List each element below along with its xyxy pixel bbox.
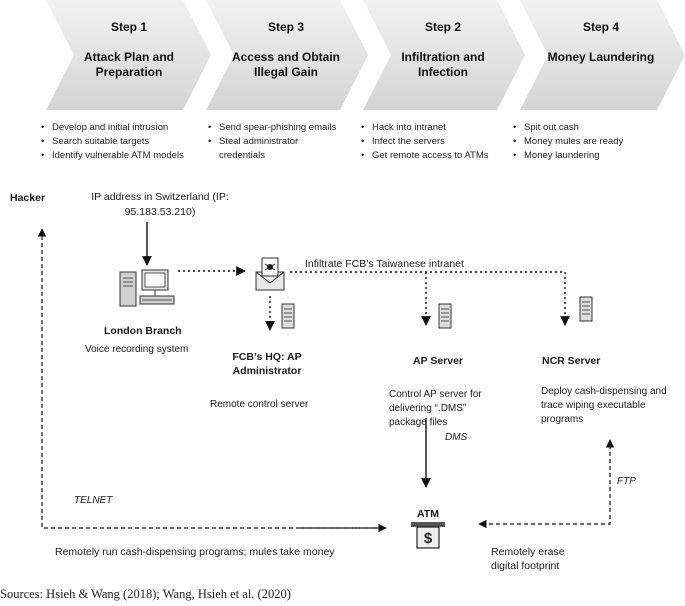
bottom-left-caption: Remotely run cash-dispensing programs; m…: [55, 546, 335, 558]
step1-chevron: [46, 0, 211, 110]
dollar-icon: $: [424, 530, 433, 547]
step2-bullets: Hack into intranet Infect the servers Ge…: [360, 121, 522, 163]
ncr-title: NCR Server: [542, 355, 601, 367]
hacker-ip: IP address in Switzerland (IP: 95.183.53…: [91, 191, 229, 218]
london-title: London Branch: [104, 325, 182, 337]
step2-chevron: [363, 0, 525, 110]
london-subtitle: Voice recording system: [85, 344, 189, 355]
atm-icon: $: [411, 522, 445, 549]
ftp-label: FTP: [617, 476, 636, 487]
atm-label: ATM: [417, 508, 439, 520]
step2-number: Step 2: [424, 20, 461, 34]
list-item: Money laundering: [513, 149, 684, 163]
step1-bullets: Develop and initial intrusion Search sui…: [40, 121, 202, 163]
email-icon: [255, 257, 285, 291]
server-icon: [579, 296, 593, 322]
list-item: Send spear-phishing emails: [208, 121, 339, 135]
step1-title: Attack Plan and Preparation: [83, 50, 175, 79]
step3-bullets: Send spear-phishing emails Steal adminis…: [207, 121, 339, 163]
list-item: Infect the servers: [361, 135, 522, 149]
step4-number: Step 4: [582, 20, 619, 34]
server-icon: [438, 303, 452, 329]
hq-title: FCB’s HQ: AP Administrator: [232, 351, 302, 377]
list-item: Search suitable targets: [41, 135, 202, 149]
bottom-right-caption: Remotely erase digital footprint: [491, 546, 565, 572]
step4-bullets: Spit out cash Money mules are ready Mone…: [512, 121, 684, 163]
list-item: Identify vulnerable ATM models: [41, 149, 202, 163]
step3-number: Step 3: [267, 20, 304, 34]
list-item: Steal administrator credentials: [208, 135, 339, 163]
list-item: Get remote access to ATMs: [361, 149, 522, 163]
ncr-desc: Deploy cash-dispensing and trace wiping …: [541, 386, 667, 425]
step3-chevron: [206, 0, 368, 110]
ncr-to-atm-ftp-arrow: [478, 445, 611, 529]
infiltrate-label: Infiltrate FCB’s Taiwanese intranet: [305, 258, 464, 270]
step-chevrons: [46, 0, 685, 110]
list-item: Develop and initial intrusion: [41, 121, 202, 135]
step3-title: Access and Obtain Illegal Gain: [231, 50, 341, 79]
step4-title: Money Laundering: [547, 50, 655, 64]
dms-label: DMS: [445, 432, 468, 443]
hacker-label: Hacker: [10, 192, 46, 204]
telnet-loop-arrow: [37, 228, 384, 529]
server-icon: [281, 303, 295, 329]
ap-title: AP Server: [413, 355, 464, 367]
hq-desc: Remote control server: [210, 399, 309, 410]
source-note: Sources: Hsieh & Wang (2018); Wang, Hsie…: [0, 587, 291, 601]
list-item: Money mules are ready: [513, 135, 684, 149]
telnet-label: TELNET: [74, 495, 113, 506]
ap-desc: Control AP server for delivering “.DMS” …: [389, 389, 482, 428]
step1-number: Step 1: [110, 20, 147, 34]
list-item: Spit out cash: [513, 121, 684, 135]
step2-title: Infiltration and Infection: [401, 50, 485, 79]
list-item: Hack into intranet: [361, 121, 522, 135]
step4-chevron: [520, 0, 685, 110]
computer-icon: [119, 269, 175, 307]
